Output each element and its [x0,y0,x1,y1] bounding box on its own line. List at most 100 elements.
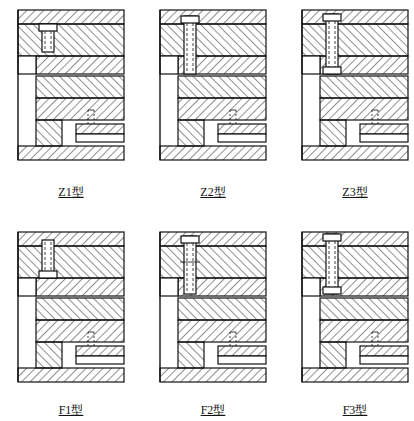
mold-plate [360,124,408,134]
mold-plate [320,342,346,368]
mold-plate [18,278,36,296]
mold-plate [18,56,36,74]
mold-plate [36,98,124,120]
mold-plate [160,24,266,56]
mold-plate [18,10,124,24]
mold-plate [18,24,124,56]
mold-plate [302,368,408,382]
mold-plate [36,120,62,146]
section-line [17,232,18,382]
type-label: Z3型 [342,184,367,201]
mold-plate [178,76,266,98]
section-line [230,332,231,346]
section-line [230,110,236,111]
mold-plate [160,10,266,24]
section-line [193,238,194,292]
screw-head [181,16,199,23]
mold-plate [160,146,266,160]
section-line [88,110,94,111]
mold-section [18,232,124,382]
mold-plate [360,134,408,142]
mold-plate [36,278,124,296]
section-line [372,332,373,346]
section-line [88,110,89,124]
mold-plate [302,278,320,296]
section-line [378,332,379,346]
screw-head [323,287,341,294]
type-label: F2型 [201,402,226,419]
mold-plate [76,356,124,364]
section-line [159,232,160,382]
mold-plate [302,10,408,24]
mold-plate [302,56,320,74]
section-line [94,332,95,346]
section-line [335,16,336,72]
mold-plate [18,232,124,246]
mold-plate [76,134,124,142]
mold-plate [36,342,62,368]
section-line [17,10,18,160]
screw-head [323,14,341,21]
mold-section [302,10,408,160]
section-line [180,262,200,263]
section-line [372,110,373,124]
screw-head [39,24,57,31]
mold-plate [160,56,178,74]
mold-plate [218,346,266,356]
mold-plate [360,356,408,364]
mold-plate [302,246,408,278]
mold-plate [178,98,266,120]
mold-plate [76,346,124,356]
type-label: F1型 [59,402,84,419]
mold-plate [36,298,124,320]
section-line [329,16,330,72]
mold-plate [178,320,266,342]
mold-plate [178,342,204,368]
mold-plate [18,246,124,278]
mold-plate [160,368,266,382]
mold-plate [320,120,346,146]
section-line [372,110,378,111]
section-line [378,110,379,124]
mold-plate [160,278,178,296]
section-line [159,10,160,160]
screw [184,236,196,294]
type-label: Z2型 [200,184,225,201]
mold-plate [218,124,266,134]
screw [326,234,338,294]
mold-plate [178,120,204,146]
mold-plate [302,24,408,56]
type-label: Z1型 [58,184,83,201]
section-line [301,10,302,160]
section-line [329,236,330,292]
screw-head [323,234,341,241]
mold-section [302,232,408,382]
section-line [88,332,89,346]
mold-plate [18,146,124,160]
screw-head [39,271,57,278]
mold-plate [320,320,408,342]
screw [184,16,196,74]
mold-plate [218,356,266,364]
section-line [372,332,378,333]
section-line [187,238,188,292]
type-label: F3型 [343,402,368,419]
section-line [230,332,236,333]
mold-plate [302,232,408,246]
mold-plate [320,298,408,320]
section-line [187,18,188,72]
screw-head [181,236,199,243]
section-line [193,18,194,72]
mold-plate [36,76,124,98]
mold-plate [360,346,408,356]
screw [326,14,338,74]
section-line [230,110,231,124]
mold-plate [36,320,124,342]
mold-plate [36,56,124,74]
section-line [236,110,237,124]
mold-plate [160,232,266,246]
mold-section [160,10,266,160]
mold-plate [218,134,266,142]
mold-plate [178,298,266,320]
